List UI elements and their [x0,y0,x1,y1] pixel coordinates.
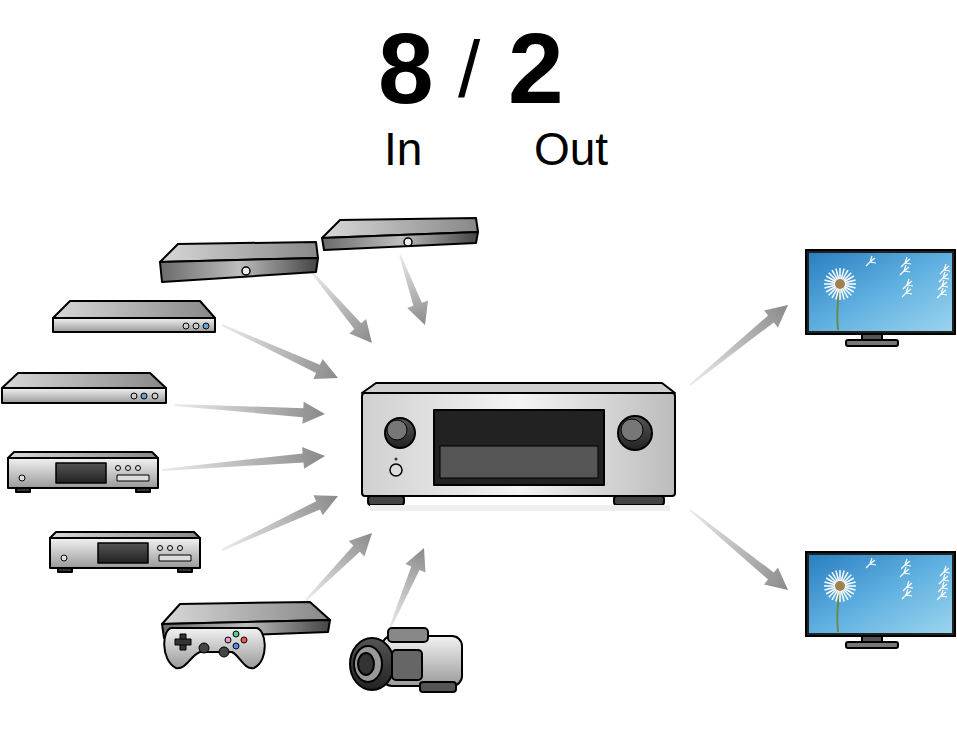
signal-arrow [309,269,372,343]
signal-arrow [175,402,325,424]
tv-monitor [806,250,955,346]
game-console [162,602,330,668]
signal-arrow [399,255,428,325]
count-number: 8 [378,18,434,118]
signal-arrows [162,255,788,629]
disc-player [53,301,215,332]
cd-player [8,452,158,492]
media-box [160,242,318,282]
camcorder [350,628,462,692]
tv-monitor [806,552,955,648]
disc-player [2,373,166,403]
av-receiver [362,383,675,511]
port-caption: Out [534,126,608,172]
count-number: / [458,30,480,110]
signal-arrow [389,548,425,628]
media-box [322,218,478,250]
port-caption: In [384,126,422,172]
signal-arrow [689,509,788,590]
signal-arrow [222,324,338,379]
dandelion [824,558,950,632]
dandelion [824,256,950,330]
dandelion-image [824,256,950,632]
signal-arrow [689,305,788,386]
cd-player [50,532,200,572]
signal-arrow [222,495,338,551]
count-number: 2 [508,18,564,118]
signal-arrow [305,533,372,601]
signal-arrow [162,447,325,471]
